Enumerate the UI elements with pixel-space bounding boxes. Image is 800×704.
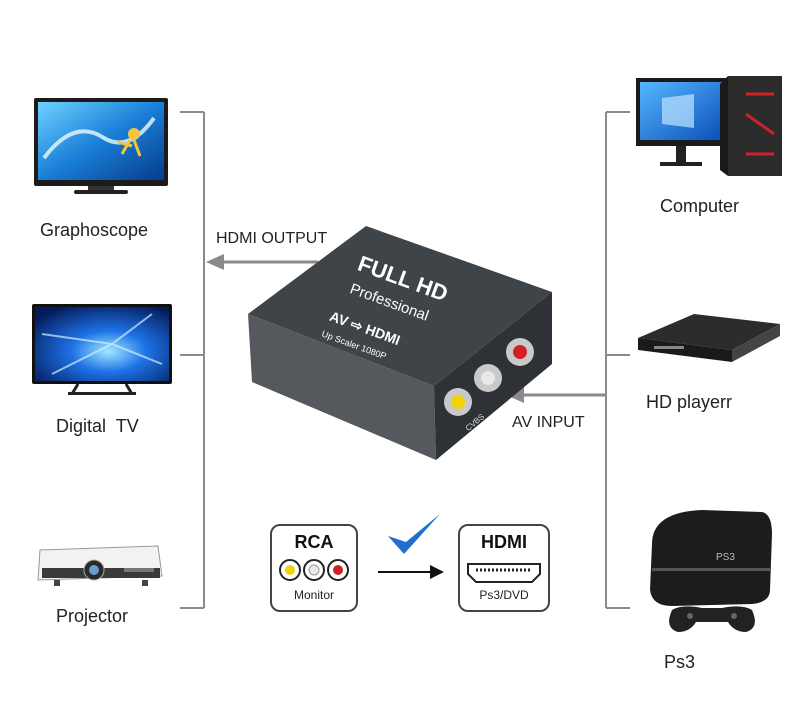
computer-image bbox=[634, 74, 786, 178]
left-bracket bbox=[180, 111, 205, 609]
converter-box: FULL HD Professional AV ⇨ HDMI Up Scaler… bbox=[244, 222, 556, 462]
hdmi-output-arrow bbox=[206, 254, 318, 270]
graphoscope-image bbox=[34, 98, 168, 196]
av-input-arrow bbox=[506, 387, 606, 403]
rca-ports bbox=[444, 338, 534, 416]
av-input-label: AV INPUT bbox=[512, 414, 585, 431]
rca-badge: RCA Monitor bbox=[270, 524, 358, 612]
digital-tv-label: Digital TV bbox=[56, 416, 139, 436]
hdmi-port-icon bbox=[467, 563, 541, 583]
svg-text:PS3: PS3 bbox=[716, 552, 735, 563]
computer-label: Computer bbox=[660, 196, 740, 216]
projector-label: Projector bbox=[56, 606, 129, 626]
hd-player-image bbox=[634, 310, 784, 366]
hd-player-label: HD playerr bbox=[646, 392, 733, 412]
rca-subtitle: Monitor bbox=[293, 588, 334, 602]
ps3-image: PS3 bbox=[642, 504, 778, 636]
check-icon bbox=[388, 514, 440, 554]
hdmi-badge: HDMI Ps3/DVD bbox=[458, 524, 550, 612]
projector-image bbox=[34, 540, 164, 588]
hdmi-title: HDMI bbox=[481, 532, 527, 552]
rca-plugs-icon bbox=[279, 559, 349, 581]
right-bracket bbox=[605, 111, 630, 609]
hdmi-subtitle: Ps3/DVD bbox=[479, 588, 529, 602]
ps3-label: Ps3 bbox=[664, 652, 696, 672]
graphoscope-label: Graphoscope bbox=[40, 220, 149, 240]
rca-title: RCA bbox=[294, 532, 334, 552]
hdmi-output-label: HDMI OUTPUT bbox=[216, 230, 328, 247]
conversion-arrow bbox=[378, 565, 444, 579]
digital-tv-image bbox=[32, 304, 172, 396]
